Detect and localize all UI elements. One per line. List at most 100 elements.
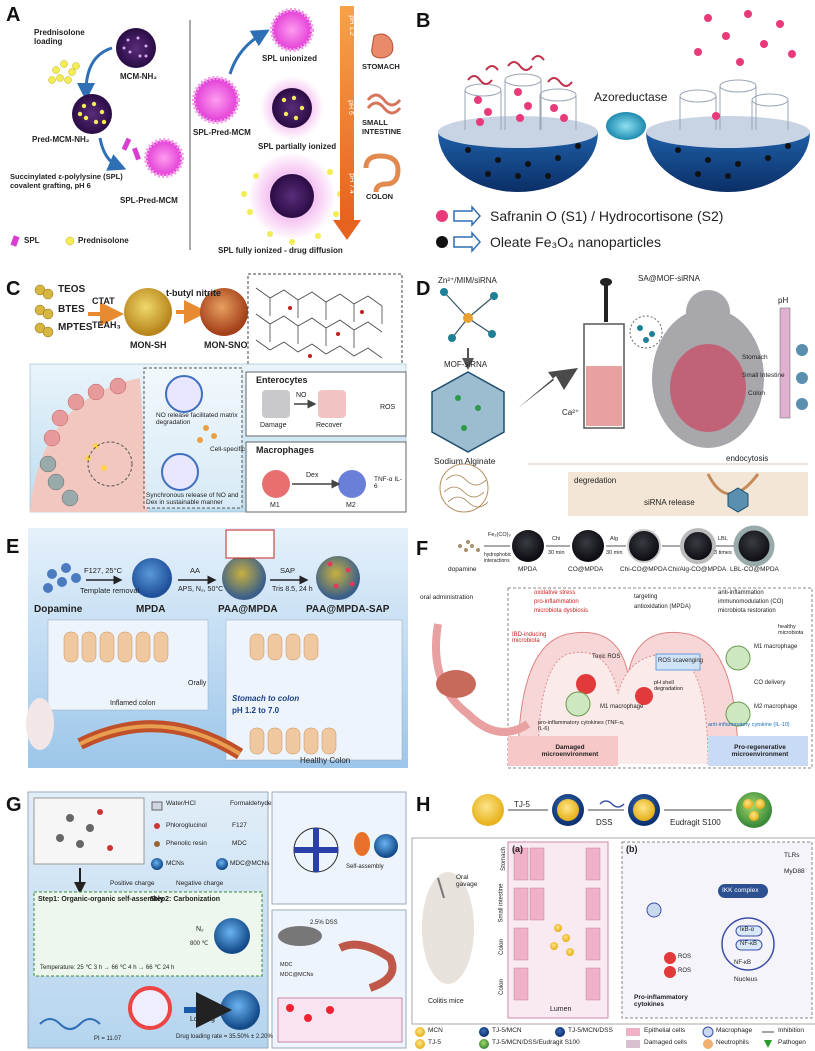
h-ikk: IKK complex <box>722 887 759 894</box>
c-m2: M2 <box>346 502 356 509</box>
f-healthy: healthy microbiota <box>778 624 804 636</box>
a-pred-mcm: Pred-MCM-NH₂ <box>32 135 90 144</box>
f-lbl: LBL-CO@MPDA <box>730 566 779 573</box>
c-cell-specific: Cell-specific <box>210 446 246 453</box>
panel-f-label: F <box>416 538 429 560</box>
h-ros2: ROS <box>678 968 692 974</box>
a-legend-spl: SPL <box>24 236 40 245</box>
h-a: (a) <box>512 844 523 854</box>
e-aps: APS, N₂, 50°C <box>178 586 224 593</box>
h-b: (b) <box>626 844 638 854</box>
b-legend2: Oleate Fe₃O₄ nanoparticles <box>490 234 661 250</box>
panel-h-figure <box>411 792 815 1049</box>
f-dysbiosis: microbiota dysbiosis <box>534 608 589 614</box>
f-alg: Alg <box>610 536 618 542</box>
h-colon1: Colon <box>498 939 505 955</box>
a-legend-pred: Prednisolone <box>78 236 129 245</box>
f-m1b: M1 macrophage <box>754 644 798 650</box>
a-stomach: STOMACH <box>362 62 400 71</box>
panel-b: B Az <box>408 0 815 262</box>
h-ikb: IκB-α <box>740 927 755 933</box>
c-synchronous: Synchronous release of NO and Dex in sus… <box>146 492 239 506</box>
f-hydrophobic: hydrophobic interactions <box>484 552 512 564</box>
a-ph1: pH 1.2 <box>347 15 355 36</box>
h-colitis: Colitis mice <box>428 998 464 1005</box>
d-degredation: degredation <box>574 476 617 485</box>
f-pro-regen: Pro-regenerative microenvironment <box>731 744 789 758</box>
e-dopamine: Dopamine <box>34 604 83 615</box>
d-sirna-release: siRNA release <box>644 498 695 507</box>
e-healthy: Healthy Colon <box>300 756 351 765</box>
h-tj5: TJ-5 <box>514 800 530 809</box>
d-colon: Colon <box>748 390 765 397</box>
h-leg-tj5: TJ-5 <box>428 1039 441 1046</box>
a-ph3: pH 7.4 <box>347 173 355 194</box>
a-pred-loading: Prednisolone loading <box>34 28 85 46</box>
f-co-delivery: CO delivery <box>754 680 786 686</box>
f-immuno: immunomodulation (CO) <box>718 599 784 605</box>
g-drug-rate: Drug loading rate = 35.50% ± 2.20% <box>176 1034 273 1040</box>
h-nfkb2: NF-κB <box>734 960 751 966</box>
a-spl-pred-mcm-left: SPL-Pred-MCM <box>120 196 178 205</box>
h-lumen: Lumen <box>550 1006 572 1013</box>
h-leg-neutro: Neutrophils <box>716 1039 749 1046</box>
a-ph2: pH 6 <box>346 100 354 115</box>
f-m1: M1 macrophage <box>600 704 644 710</box>
g-dss: 2.5% DSS <box>310 920 338 926</box>
h-oral: Oral gavage <box>456 874 478 888</box>
e-stomach-colon: Stomach to colon <box>232 694 300 703</box>
h-nucleus: Nucleus <box>734 976 758 983</box>
panel-e-label: E <box>6 536 20 558</box>
f-chi-co: Chi-CO@MPDA <box>620 566 668 573</box>
g-mcns: MCNs <box>166 860 185 867</box>
e-tris: Tris 8.5, 24 h <box>272 586 313 593</box>
f-chi-alg: Chi/Alg-CO@MPDA <box>668 566 727 573</box>
panel-b-label: B <box>416 10 431 32</box>
f-times: 3 times <box>714 550 732 556</box>
d-endocytosis: endocytosis <box>726 454 769 463</box>
h-dss: DSS <box>596 818 613 827</box>
a-colon: COLON <box>366 192 394 201</box>
g-pos: Positive charge <box>110 880 155 887</box>
e-orally: Orally <box>188 680 207 687</box>
h-myd88: MyD88 <box>784 868 805 875</box>
h-leg-patho: Pathogen <box>778 1039 806 1046</box>
c-no: NO <box>296 392 307 399</box>
panel-c: C <box>0 268 408 518</box>
panel-a: A <box>0 0 408 262</box>
a-grafting: Succinylated ε-polylysine (SPL) covalent… <box>10 172 123 190</box>
b-enzyme: Azoreductase <box>594 90 668 104</box>
c-teah: TEAH₃ <box>92 320 121 330</box>
h-tlrs: TLRs <box>784 852 800 859</box>
c-ros: ROS <box>380 404 396 411</box>
f-ibd: IBD-inducing microbiota <box>512 632 547 644</box>
a-spl-unionized: SPL unionized <box>262 54 317 63</box>
g-pi: PI = 11.07 <box>94 1036 122 1042</box>
a-mcm-nh2: MCM-NH₂ <box>120 72 157 81</box>
f-anti-infl: anti-inflammation <box>718 590 764 596</box>
panel-e: E F127, 25°C Template removal AA APS, N <box>0 524 408 772</box>
f-min2: 30 min <box>606 550 623 556</box>
c-macrophages: Macrophages <box>256 445 315 455</box>
c-tnf: TNF-α IL-6 <box>374 476 402 490</box>
f-ph-shell: pH shell degradation <box>654 680 684 692</box>
c-ctat: CTAT <box>92 296 115 306</box>
a-spl-pred-mcm-mid: SPL-Pred-MCM <box>193 128 251 137</box>
a-spl-fully: SPL fully ionized - drug diffusion <box>218 246 343 255</box>
g-loading: Loading <box>190 1016 215 1023</box>
d-ph: pH <box>778 296 789 305</box>
e-sap: SAP <box>280 566 296 575</box>
f-dopamine: dopamine <box>448 566 477 573</box>
panel-d-figure <box>431 278 808 516</box>
g-water: Water/HCl <box>166 800 196 807</box>
e-template: Template removal <box>80 586 140 595</box>
f-toxic: Toxic ROS <box>592 654 621 660</box>
h-ros: ROS <box>678 954 692 960</box>
d-sa-mof: SA@MOF-siRNA <box>638 274 700 283</box>
c-mon-sno: MON-SNO <box>204 340 248 350</box>
d-mof: MOF-siRNA <box>444 360 488 369</box>
f-targeting: targeting <box>634 594 658 600</box>
f-oxidative: oxidative stress <box>534 590 576 596</box>
panel-h-label: H <box>416 794 431 816</box>
e-ph: pH 1.2 to 7.0 <box>232 706 280 715</box>
